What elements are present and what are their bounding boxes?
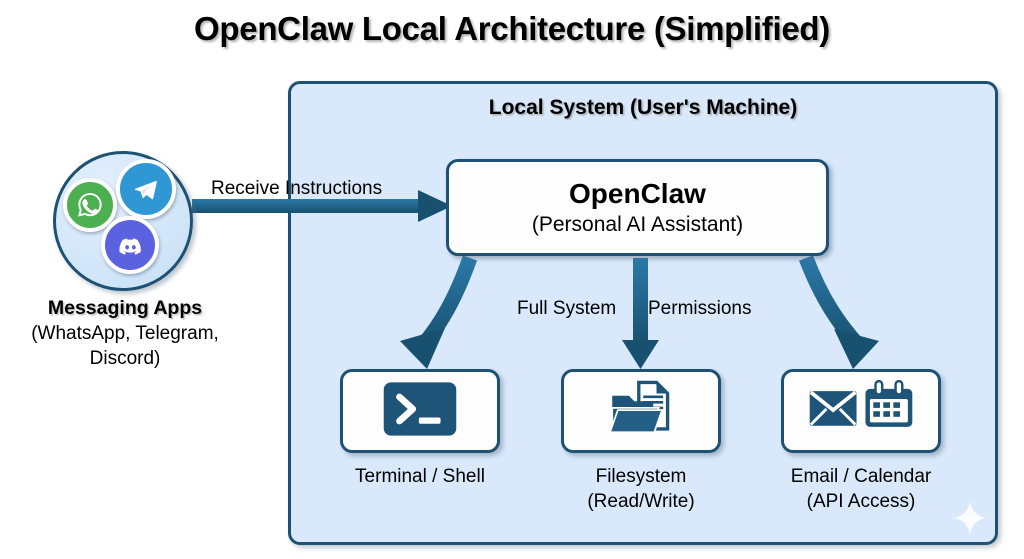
- openclaw-title: OpenClaw: [569, 177, 706, 209]
- arrow-label-receive-instructions: Receive Instructions: [211, 178, 383, 199]
- folder-document-icon: [605, 378, 677, 445]
- messaging-apps-label: Messaging Apps: [47, 297, 203, 319]
- openclaw-box[interactable]: OpenClaw (Personal AI Assistant): [446, 159, 829, 256]
- email-calendar-box[interactable]: [781, 369, 941, 453]
- page-title: OpenClaw Local Architecture (Simplified): [194, 10, 830, 47]
- discord-icon[interactable]: [101, 216, 159, 274]
- terminal-box[interactable]: [340, 369, 500, 453]
- whatsapp-icon[interactable]: [63, 178, 117, 232]
- terminal-label-line1: Terminal / Shell: [355, 466, 485, 487]
- email-calendar-label-line1: Email / Calendar: [790, 466, 932, 487]
- arrow-label-full-system: Full System: [517, 298, 617, 319]
- email-calendar-icon: [807, 379, 915, 443]
- terminal-icon: [381, 380, 459, 443]
- filesystem-label-line1: Filesystem: [595, 466, 687, 487]
- messaging-apps-sub-line1: (WhatsApp, Telegram,: [31, 323, 219, 344]
- email-calendar-label-line2: (API Access): [806, 491, 916, 512]
- filesystem-box[interactable]: [561, 369, 721, 453]
- filesystem-label-line2: (Read/Write): [587, 491, 695, 512]
- messaging-apps-sub-line2: Discord): [89, 348, 161, 369]
- email-calendar-label: Email / Calendar (API Access): [746, 464, 976, 514]
- local-system-title: Local System (User's Machine): [488, 96, 798, 119]
- messaging-apps-caption: Messaging Apps (WhatsApp, Telegram, Disc…: [0, 296, 250, 371]
- openclaw-subtitle: (Personal AI Assistant): [531, 212, 744, 236]
- sparkle-icon: [952, 500, 988, 536]
- filesystem-label: Filesystem (Read/Write): [526, 464, 756, 514]
- terminal-label: Terminal / Shell: [305, 464, 535, 489]
- telegram-icon[interactable]: [116, 159, 176, 219]
- arrow-label-permissions: Permissions: [648, 298, 752, 319]
